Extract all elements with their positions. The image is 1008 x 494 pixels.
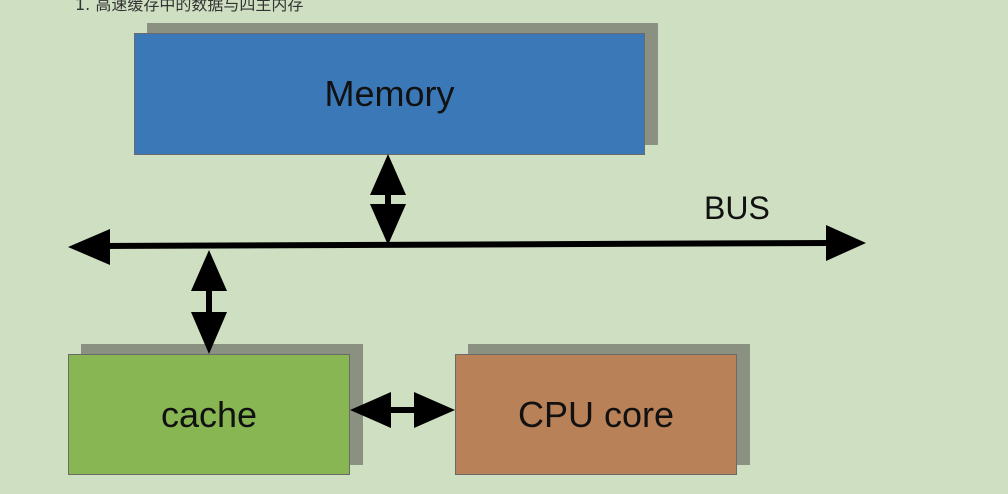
bus-cache-arrow [191, 250, 227, 354]
figure-caption: 1. 高速缓存中的数据与四主内存 [75, 0, 304, 14]
memory-bus-arrow [370, 154, 406, 245]
cpu-core-label: CPU core [517, 393, 675, 435]
cache-label: cache [160, 393, 258, 435]
memory-block: Memory [134, 33, 645, 155]
cpu-core-block: CPU core [455, 354, 737, 475]
bus-label: BUS [704, 190, 770, 226]
bus-arrow [68, 225, 866, 265]
memory-label: Memory [324, 73, 455, 114]
cache-cpu-arrow [350, 392, 455, 428]
cache-block: cache [68, 354, 350, 475]
